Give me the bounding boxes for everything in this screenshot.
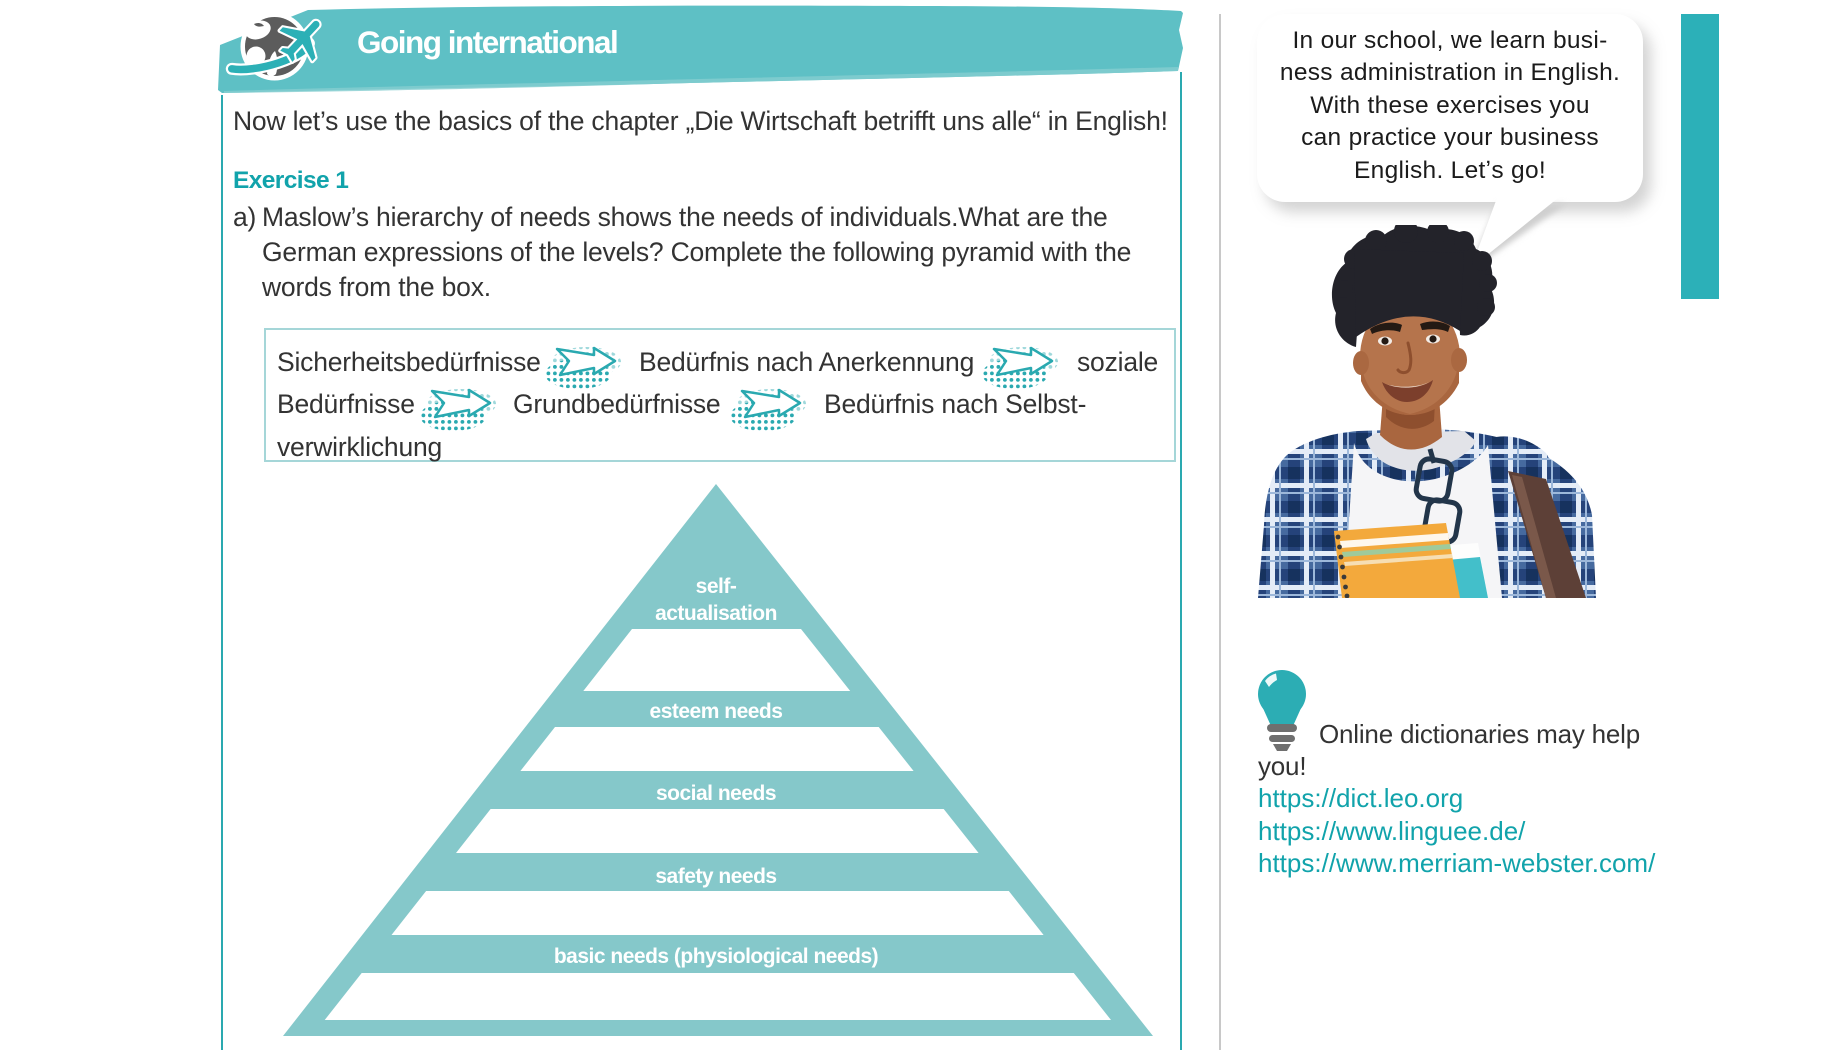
svg-text:safety needs: safety needs bbox=[655, 865, 776, 888]
svg-text:self-: self- bbox=[696, 575, 737, 598]
svg-text:social needs: social needs bbox=[656, 782, 776, 805]
svg-text:basic needs (physiological nee: basic needs (physiological needs) bbox=[554, 945, 878, 968]
svg-text:esteem needs: esteem needs bbox=[650, 700, 783, 723]
svg-text:actualisation: actualisation bbox=[655, 602, 777, 625]
